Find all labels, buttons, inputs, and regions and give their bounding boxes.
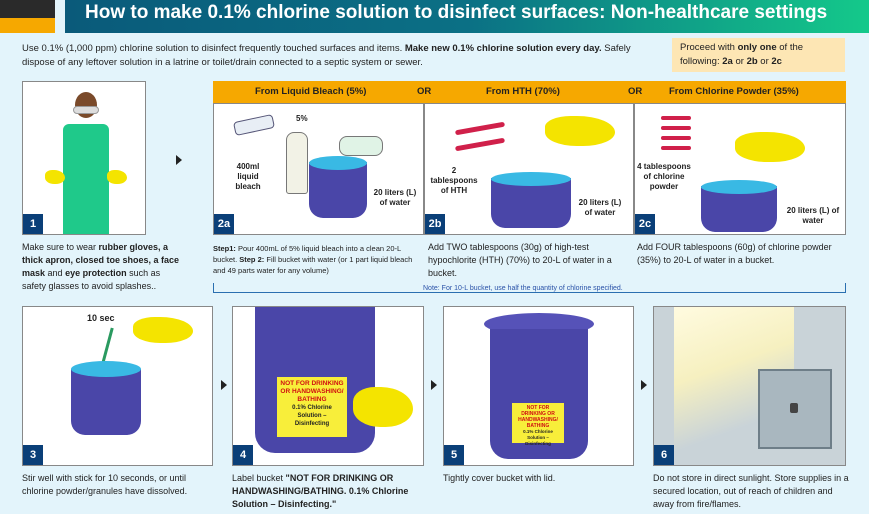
step-2b-caption: Add TWO tablespoons (30g) of high-test h… — [428, 242, 612, 278]
water-jug-icon — [339, 136, 383, 156]
step-badge: 3 — [23, 445, 43, 465]
step-2a-caption: Step1: Pour 400mL of 5% liquid bleach in… — [213, 244, 413, 275]
volume-note: Note: For 10-L bucket, use half the quan… — [420, 285, 626, 292]
water-amount-label: 20 liters (L) of water — [786, 206, 840, 225]
step-badge: 5 — [444, 445, 464, 465]
tablespoon-icon — [454, 121, 506, 136]
tablespoon-icon — [661, 126, 691, 130]
sign-solution-text: 0.1% Chlorine Solution – Disinfecting — [292, 405, 332, 427]
glove-icon — [107, 170, 127, 184]
glove-icon — [735, 132, 805, 162]
water-surface — [71, 361, 141, 377]
water-surface — [491, 172, 571, 186]
tablespoon-icon — [661, 116, 691, 120]
hth-amount-label: 2 tablespoons of HTH — [430, 166, 478, 195]
warning-label-sign: NOT FOR DRINKING OR HANDWASHING/ BATHING… — [277, 377, 347, 437]
intro-text-2: Safely dispose of any leftover solution … — [22, 43, 631, 68]
note-2c: 2c — [771, 56, 782, 67]
proceed-note: Proceed with only one of the following: … — [672, 38, 845, 72]
step-1-caption: Make sure to wear rubber gloves, a thick… — [22, 242, 180, 291]
apron — [63, 124, 109, 234]
page-title: How to make 0.1% chlorine solution to di… — [65, 0, 869, 33]
step-2a-illustration: 5% 400ml liquid bleach 20 liters (L) of … — [213, 103, 424, 235]
bucket-icon — [491, 178, 571, 228]
note-or: or — [757, 56, 772, 67]
arrow-icon — [176, 155, 182, 165]
step-6-illustration: 6 — [653, 306, 846, 466]
note-2a: 2a — [722, 56, 733, 67]
note-2b: 2b — [746, 56, 758, 67]
intro-text: Use 0.1% (1,000 ppm) chlorine solution t… — [22, 42, 642, 70]
tablespoon-icon — [661, 146, 691, 150]
option-bleach-title: From Liquid Bleach (5%) — [255, 86, 367, 97]
arrow-icon — [641, 380, 647, 390]
water-amount-label: 20 liters (L) of water — [373, 188, 417, 207]
step-3-illustration: 10 sec 3 — [22, 306, 213, 466]
or-label: OR — [417, 86, 432, 97]
glove-icon — [353, 387, 413, 427]
water-surface — [309, 156, 367, 170]
step-badge: 2a — [214, 214, 234, 234]
step-1-illustration: 1 — [22, 81, 146, 235]
measuring-bottle-icon — [286, 132, 308, 194]
option-powder-title: From Chlorine Powder (35%) — [669, 86, 799, 97]
step-badge: 2b — [425, 214, 445, 234]
bleach-amount-label: 400ml liquid bleach — [235, 162, 261, 191]
step-badge: 6 — [654, 445, 674, 465]
arrow-icon — [431, 380, 437, 390]
sign-warning-text: NOT FOR DRINKING OR HANDWASHING/ BATHING — [280, 380, 344, 403]
step-5-caption: Tightly cover bucket with lid. — [443, 473, 556, 483]
corner-black-block — [0, 0, 55, 18]
step-3-caption: Stir well with stick for 10 seconds, or … — [22, 473, 188, 496]
safety-glasses-icon — [73, 106, 99, 114]
options-header: From Liquid Bleach (5%) OR From HTH (70%… — [213, 81, 846, 103]
note-or: or — [732, 56, 747, 67]
step-2b-illustration: 2 tablespoons of HTH 20 liters (L) of wa… — [424, 103, 634, 235]
padlock-icon — [790, 403, 798, 413]
tablespoon-icon — [661, 136, 691, 140]
sign-solution-text: 0.1% Chlorine Solution – Disinfecting — [523, 429, 553, 446]
step-2c-caption: Add FOUR tablespoons (60g) of chlorine p… — [637, 242, 832, 265]
glove-icon — [133, 317, 193, 343]
person-head — [75, 92, 97, 118]
corner-orange-block — [0, 18, 55, 33]
arrow-icon — [221, 380, 227, 390]
note-mid: of the following: — [680, 42, 804, 67]
step-6-caption: Do not store in direct sunlight. Store s… — [653, 473, 849, 509]
glove-icon — [545, 116, 615, 146]
option-hth-title: From HTH (70%) — [486, 86, 560, 97]
step-2c-illustration: 4 tablespoons of chlorine powder 20 lite… — [634, 103, 846, 235]
tablespoon-icon — [454, 137, 506, 152]
step-badge: 1 — [23, 214, 43, 234]
time-label: 10 sec — [87, 313, 115, 323]
note-bold: only one — [737, 42, 777, 53]
percent-label: 5% — [296, 114, 308, 123]
glove-icon — [45, 170, 65, 184]
note-bracket — [213, 283, 846, 293]
intro-text-1: Use 0.1% (1,000 ppm) chlorine solution t… — [22, 43, 405, 54]
step-4-illustration: NOT FOR DRINKING OR HANDWASHING/ BATHING… — [232, 306, 424, 466]
powder-amount-label: 4 tablespoons of chlorine powder — [637, 162, 691, 191]
water-amount-label: 20 liters (L) of water — [578, 198, 622, 217]
step-badge: 4 — [233, 445, 253, 465]
step-badge: 2c — [635, 214, 655, 234]
intro-bold: Make new 0.1% chlorine solution every da… — [404, 43, 602, 54]
water-surface — [701, 180, 777, 194]
step-5-illustration: NOT FOR DRINKING OR HANDWASHING/ BATHING… — [443, 306, 634, 466]
sign-warning-text: NOT FOR DRINKING OR HANDWASHING/ BATHING — [518, 405, 558, 429]
bucket-icon — [71, 369, 141, 435]
bleach-bottle-icon — [232, 113, 276, 137]
warning-label-sign: NOT FOR DRINKING OR HANDWASHING/ BATHING… — [512, 403, 564, 446]
bucket-icon — [309, 162, 367, 218]
note-pre: Proceed with — [680, 42, 738, 53]
step-4-caption: Label bucket "NOT FOR DRINKING OR HANDWA… — [232, 473, 409, 509]
or-label: OR — [628, 86, 643, 97]
